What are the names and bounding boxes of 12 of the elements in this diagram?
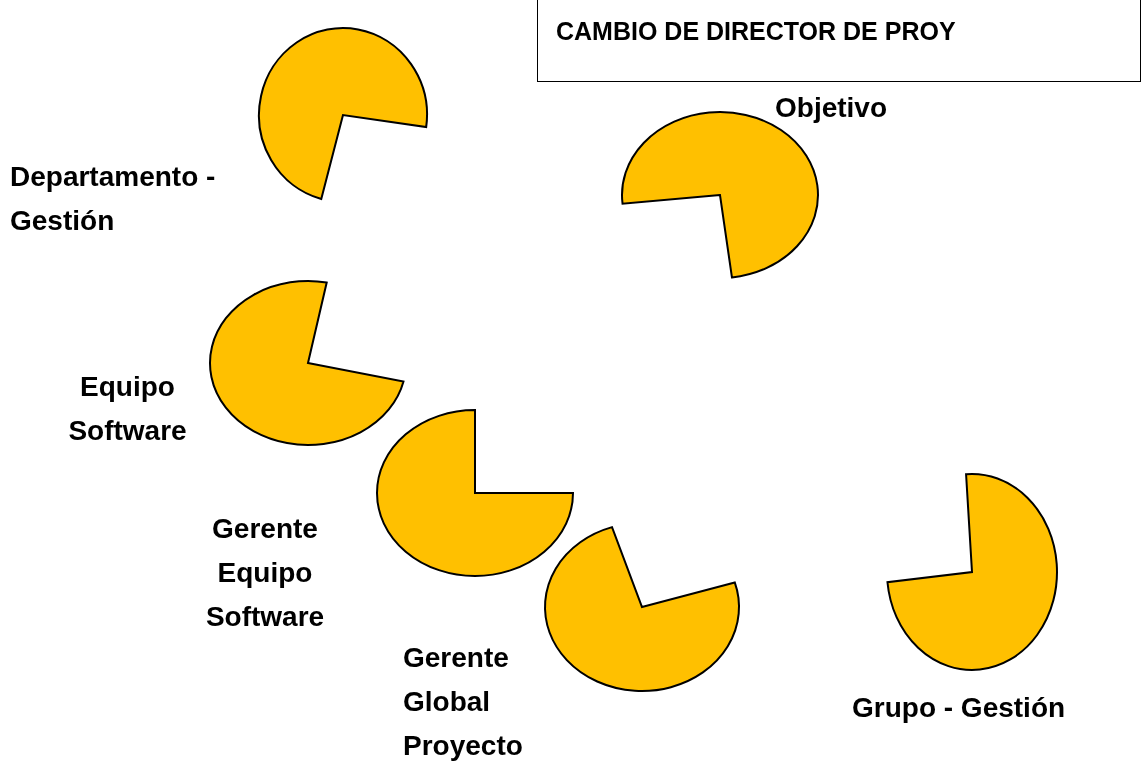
- pie-shape: [887, 474, 1057, 670]
- title-box: CAMBIO DE DIRECTOR DE PROY: [537, 0, 1141, 82]
- pie-shape: [377, 410, 573, 576]
- pie-shape: [545, 523, 739, 691]
- node-label: Gerente Equipo Software: [204, 512, 326, 634]
- pie-shape: [259, 28, 427, 202]
- node-label: Departamento - Gestión: [10, 160, 217, 238]
- pie-shape: [210, 281, 406, 445]
- node-label: Equipo Software: [67, 370, 188, 448]
- node-label: Grupo - Gestión: [852, 691, 1067, 725]
- node-label: Objetivo: [775, 91, 888, 125]
- node-label: Gerente Global Proyecto: [403, 641, 524, 763]
